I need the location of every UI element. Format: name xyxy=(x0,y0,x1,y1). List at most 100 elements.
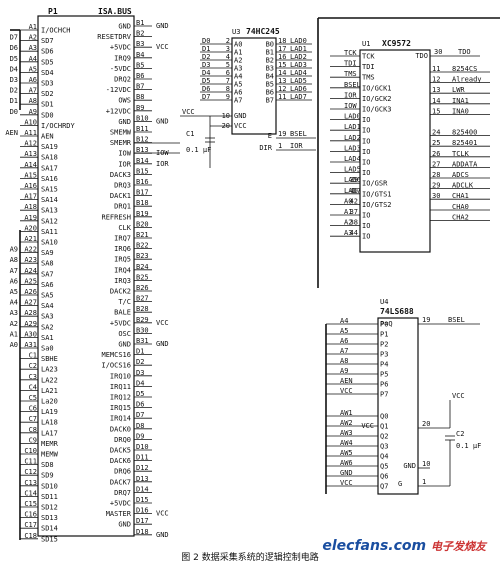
p1-right-pin-number: B8 xyxy=(136,93,144,101)
u4-chip-body xyxy=(377,317,419,495)
p1-right-pin-name: DRQ0 xyxy=(114,436,131,444)
u4-name: 74LS688 xyxy=(380,307,414,316)
u1-right-pin-number: 28 xyxy=(432,171,440,179)
u1-right-net-label: INA1 xyxy=(452,97,469,105)
u3-dir-net-label: IOR xyxy=(290,142,303,150)
p1-right-pin-name: REFRESH xyxy=(101,213,131,221)
u1-left-net-label: TMS xyxy=(344,70,357,78)
p1-right-pin-number: B13 xyxy=(136,146,149,154)
p1-left-pin-number: A18 xyxy=(24,203,37,211)
p1-right-net-label: GND xyxy=(156,117,169,125)
p1-left-pin-name: La20 xyxy=(41,398,58,406)
p1-right-pin-name: T/C xyxy=(118,298,131,306)
p1-left-pin-name: AEN xyxy=(41,133,54,141)
p1-left-net-label: D2 xyxy=(10,87,18,95)
p1-right-pin-name: +5VDC xyxy=(110,500,131,508)
u4-p-net-label: VCC xyxy=(340,387,353,395)
p1-right-pin-name: GND xyxy=(118,341,131,349)
p1-left-pin-name: SA17 xyxy=(41,164,58,172)
p1-right-pin-name: DACK0 xyxy=(110,425,131,433)
p1-left-pin-number: C2 xyxy=(29,362,37,370)
u4-q-pin-name: Q6 xyxy=(380,473,388,481)
p1-right-pin-number: D10 xyxy=(136,443,149,451)
p1-name: ISA.BUS xyxy=(98,7,132,16)
p1-left-pin-name: MEMW xyxy=(41,451,59,459)
u4-q-net-label: VCC xyxy=(340,479,353,487)
u4-p-pin-name: P5 xyxy=(380,371,388,379)
p1-right-pin-name: DRQ2 xyxy=(114,76,131,84)
p1-right-pin-name: DACK6 xyxy=(110,457,131,465)
u1-left-net-label: TDI xyxy=(344,60,357,68)
p1-left-net-label: D4 xyxy=(10,65,18,73)
watermark-text: elecfans.com xyxy=(322,538,427,554)
u1-right-net-label: 825401 xyxy=(452,139,477,147)
p1-left-pin-name: SD8 xyxy=(41,461,54,469)
u4-q-pin-name: Q1 xyxy=(380,423,388,431)
u1-ref: U1 xyxy=(362,40,370,48)
p1-left-pin-number: C15 xyxy=(24,500,37,508)
p1-right-pin-number: B23 xyxy=(136,252,149,260)
p1-right-pin-number: B6 xyxy=(136,72,144,80)
p1-right-pin-number: D3 xyxy=(136,369,144,377)
p1-right-pin-number: B4 xyxy=(136,51,144,59)
u3-a-pin-number: 9 xyxy=(226,93,230,101)
p1-right-pin-name: IRQ11 xyxy=(110,383,131,391)
p1-right-pin-number: B26 xyxy=(136,284,149,292)
u3-b-pin-number: 15 xyxy=(278,61,286,69)
p1-left-pin-name: SA16 xyxy=(41,175,58,183)
u4-p-pin-name: P6 xyxy=(380,381,388,389)
u3-a-pin-name: A5 xyxy=(234,81,242,89)
p1-right-pin-name: +5VDC xyxy=(110,44,131,52)
u1-left-net-label: TCK xyxy=(344,49,357,57)
p1-left-pin-number: A7 xyxy=(29,87,37,95)
u1-left-net-label: LAD2 xyxy=(344,134,361,142)
u3-a-pin-name: A6 xyxy=(234,89,242,97)
p1-left-pin-name: SA5 xyxy=(41,292,54,300)
u3-b-pin-number: 14 xyxy=(278,69,286,77)
p1-right-pin-number: D16 xyxy=(136,507,149,515)
u3-a-net-label: D3 xyxy=(202,61,210,69)
p1-right-pin-name: GND xyxy=(118,521,131,529)
p1-right-pin-name: DACK5 xyxy=(110,447,131,455)
p1-right-pin-name: IRQ14 xyxy=(110,415,131,423)
p1-left-pin-name: SA3 xyxy=(41,313,54,321)
u1-tdo-pin-name: TDO xyxy=(415,52,428,60)
p1-left-pin-number: A2 xyxy=(29,34,37,42)
p1-left-pin-name: SD9 xyxy=(41,472,54,480)
c1-ref: C1 xyxy=(186,130,194,138)
u1-right-pin-number: 15 xyxy=(432,107,440,115)
u3-a-pin-name: A0 xyxy=(234,41,242,49)
p1-left-pin-number: C8 xyxy=(29,426,37,434)
u3-a-pin-name: A2 xyxy=(234,57,242,65)
u4-p-net-label: A7 xyxy=(340,347,348,355)
p1-right-pin-number: B3 xyxy=(136,40,144,48)
u3-b-pin-number: 17 xyxy=(278,45,286,53)
p1-right-pin-name: I/OCS16 xyxy=(101,362,131,370)
u4-p-pin-name: P3 xyxy=(380,351,388,359)
watermark-cn-text: 电子发烧友 xyxy=(431,540,486,553)
p1-right-net-label: VCC xyxy=(156,510,169,518)
p1-left-pin-name: SA15 xyxy=(41,186,58,194)
p1-left-pin-name: SD4 xyxy=(41,69,54,77)
u3-b-pin-number: 12 xyxy=(278,85,286,93)
u4-q-pin-name: Q3 xyxy=(380,443,388,451)
p1-right-pin-number: B20 xyxy=(136,220,149,228)
p1-left-pin-number: C10 xyxy=(24,447,37,455)
u4-q-pin-name: Q5 xyxy=(380,463,388,471)
u1-right-pin-number: 14 xyxy=(432,97,440,105)
p1-left-net-label: D6 xyxy=(10,44,18,52)
p1-right-pin-number: B5 xyxy=(136,61,144,69)
p1-left-pin-name: LA21 xyxy=(41,387,58,395)
p1-left-pin-name: SD14 xyxy=(41,525,58,533)
p1-right-pin-name: DACK2 xyxy=(110,288,131,296)
u3-b-pin-number: 13 xyxy=(278,77,286,85)
p1-left-pin-number: A3 xyxy=(29,44,37,52)
c2-net-label: VCC xyxy=(452,392,465,400)
p1-right-pin-name: DACK7 xyxy=(110,478,131,486)
p1-left-net-label: A3 xyxy=(10,309,18,317)
p1-right-net-label: GND xyxy=(156,22,169,30)
p1-right-pin-number: B21 xyxy=(136,231,149,239)
u1-right-pin-number: 12 xyxy=(432,76,440,84)
p1-right-pin-number: D15 xyxy=(136,496,149,504)
u1-left-pin-name: TDI xyxy=(362,63,375,71)
